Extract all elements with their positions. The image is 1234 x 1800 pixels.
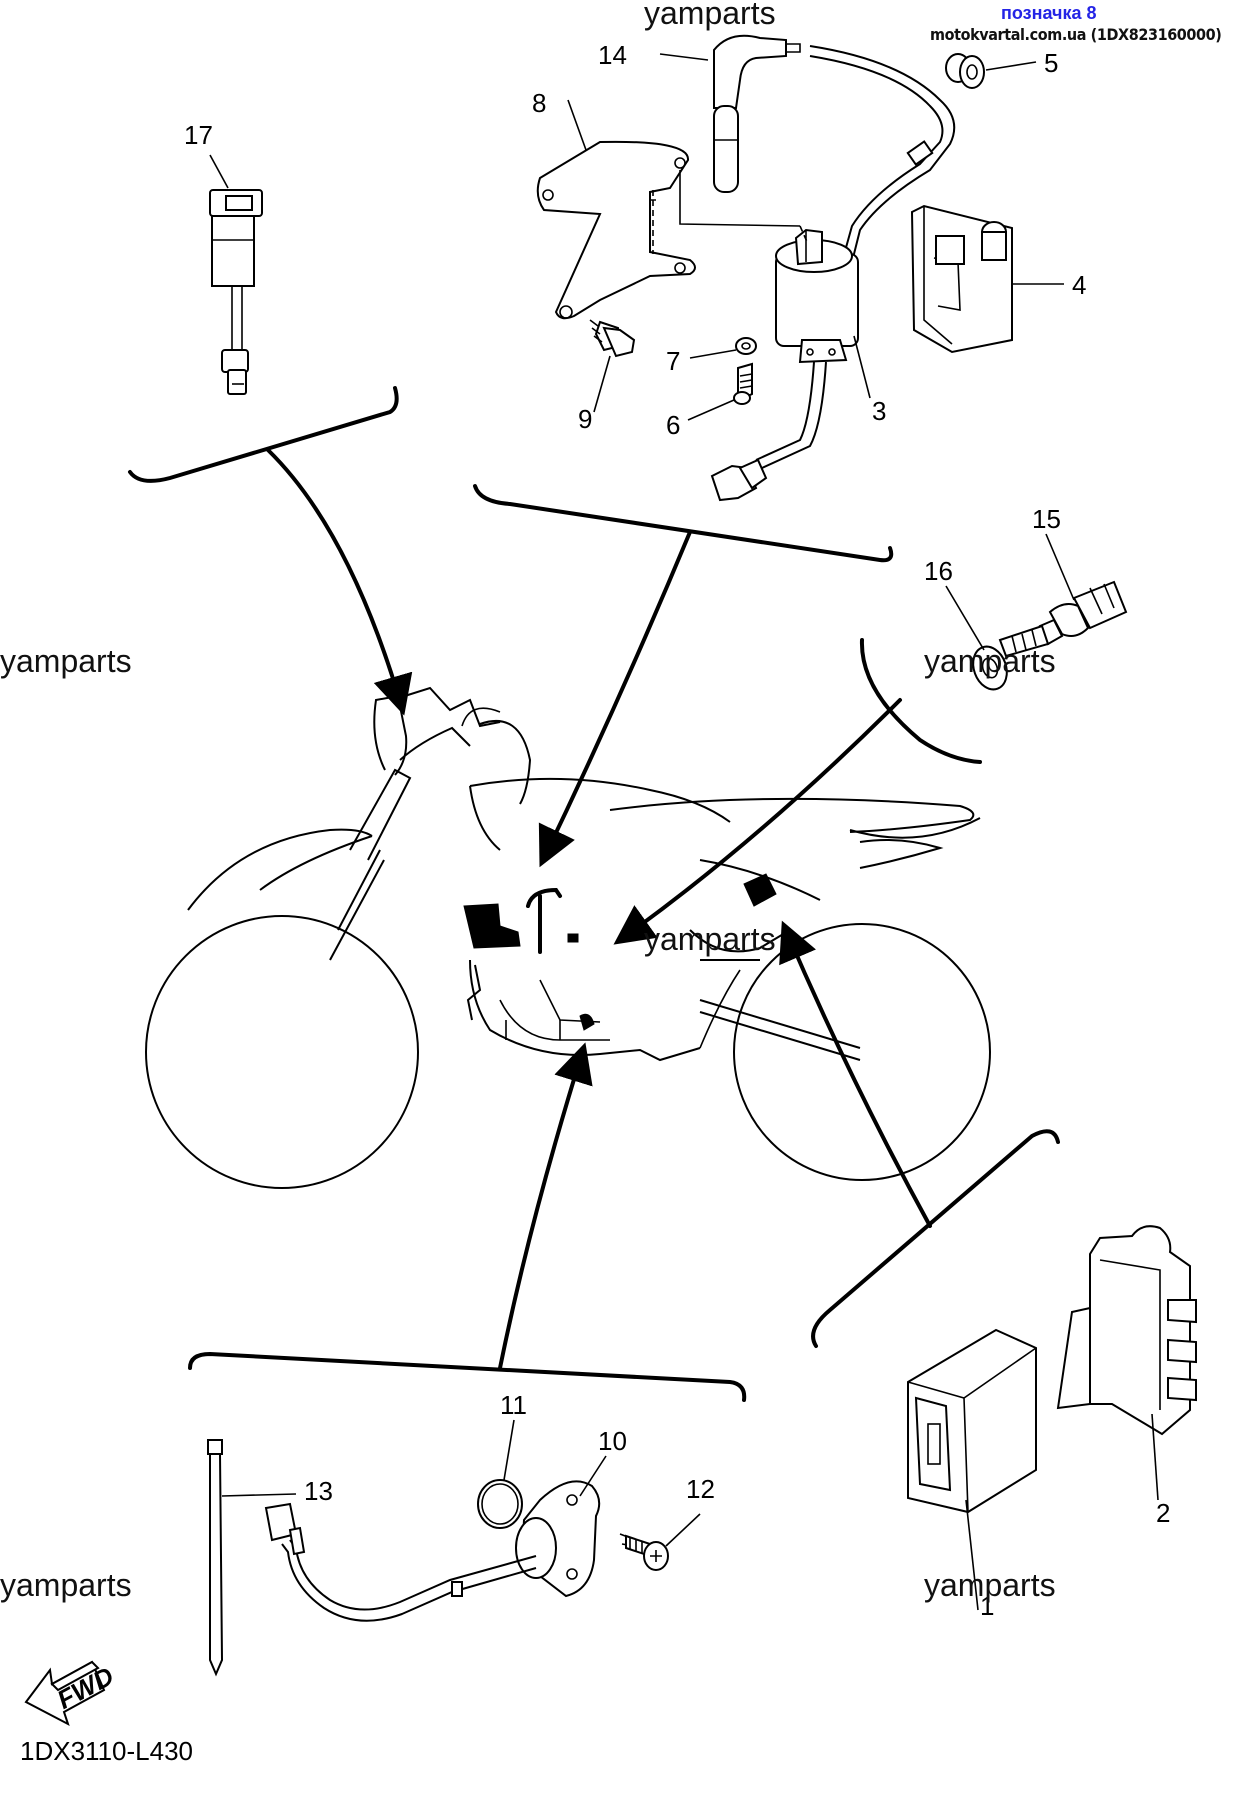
watermark: yamparts (644, 0, 776, 31)
watermark: yamparts (924, 643, 1056, 679)
part-3-ignition-coil (652, 190, 871, 502)
part-number: 2 (1156, 1498, 1170, 1528)
part-number: 3 (872, 396, 886, 426)
part-number: 5 (1044, 48, 1058, 78)
part-7-washer (689, 337, 757, 359)
part-number: 7 (666, 346, 680, 376)
diagram-label: позначка 8 (1001, 3, 1097, 23)
part-2-bracket (1056, 1225, 1197, 1501)
part-number: 1 (980, 1591, 994, 1621)
watermark: yamparts (0, 1567, 132, 1603)
part-number: 6 (666, 410, 680, 440)
part-1-cdi-unit (907, 1328, 1037, 1611)
part-number: 11 (500, 1390, 527, 1420)
fwd-arrow: FWD (24, 1661, 119, 1727)
part-number: 9 (578, 404, 592, 434)
part-13-cable-tie (207, 1439, 297, 1677)
part-17-switch (209, 154, 263, 395)
part-4-cover (910, 204, 1064, 354)
callout-brackets (128, 386, 1060, 1402)
part-number: 15 (1032, 504, 1061, 534)
source-site: motokvartal.com.ua (1DX823160000) (930, 25, 1222, 44)
part-number: 8 (532, 88, 546, 118)
part-number: 10 (598, 1426, 627, 1456)
drawing-code: 1DX3110-L430 (20, 1736, 193, 1766)
part-number: 16 (924, 556, 953, 586)
part-11-o-ring (477, 1419, 523, 1529)
part-8-bracket (536, 99, 801, 320)
watermark: yamparts (0, 643, 132, 679)
watermark: yamparts (924, 1567, 1056, 1603)
part-12-screw (619, 1513, 701, 1571)
part-16-washer (945, 585, 1008, 691)
part-6-screw (687, 362, 753, 421)
part-number: 13 (304, 1476, 333, 1506)
part-number: 12 (686, 1474, 715, 1504)
motorcycle-outline (145, 686, 991, 1189)
part-10-sensor (264, 1455, 607, 1622)
part-number: 14 (598, 40, 627, 70)
watermark: yamparts (644, 921, 776, 957)
part-number: 4 (1072, 270, 1086, 300)
part-14-plug-cap (659, 34, 956, 263)
part-15-sensor (998, 533, 1128, 658)
part-5-grommet (945, 53, 1037, 89)
part-number: 17 (184, 120, 213, 150)
watermarks: yamparts yamparts yamparts yamparts yamp… (0, 0, 1056, 1603)
part-numbers: 1 2 3 4 5 6 7 8 9 10 11 12 13 14 15 16 1… (184, 40, 1170, 1621)
part-9-bolt (589, 319, 636, 413)
